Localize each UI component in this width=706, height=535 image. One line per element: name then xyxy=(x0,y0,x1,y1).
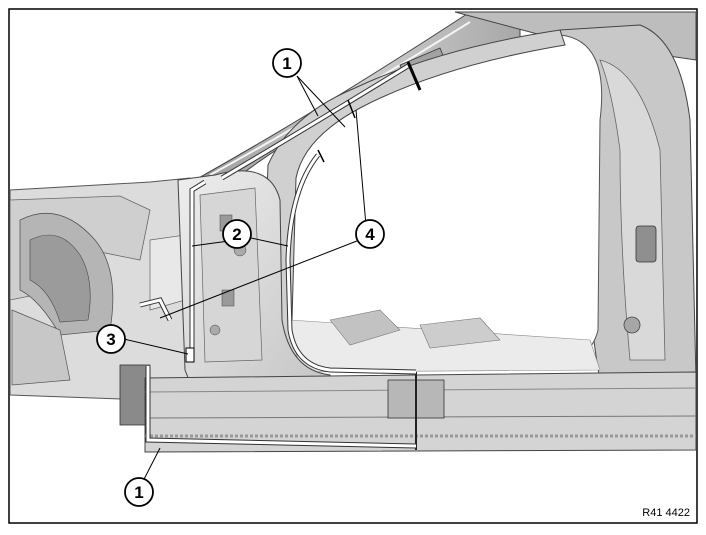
front-structure xyxy=(10,177,201,426)
callout-4: 4 xyxy=(355,219,385,249)
callout-label: 4 xyxy=(365,225,375,244)
rocker-sill xyxy=(144,371,696,453)
callout-3: 3 xyxy=(96,324,126,354)
callout-label: 1 xyxy=(282,54,291,73)
callout-label: 3 xyxy=(106,330,115,349)
callout-label: 2 xyxy=(232,225,241,244)
reference-code: R41 4422 xyxy=(642,507,690,519)
front-door-opening xyxy=(261,29,603,373)
cut-lines xyxy=(139,61,422,449)
callout-1-top: 1 xyxy=(272,48,302,78)
callout-2: 2 xyxy=(222,219,252,249)
callout-1-bottom: 1 xyxy=(124,477,154,507)
callout-label: 1 xyxy=(134,483,143,502)
leader-lines xyxy=(123,75,368,490)
